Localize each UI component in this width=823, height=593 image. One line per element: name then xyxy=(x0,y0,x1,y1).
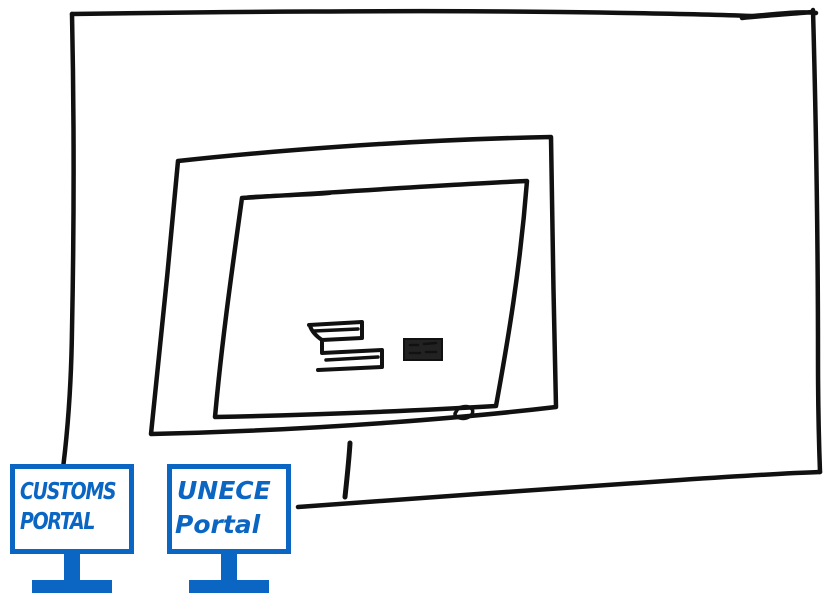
customs-portal-label-line2: PORTAL xyxy=(20,507,110,537)
inner-panel-top-tick xyxy=(242,193,330,198)
unece-portal-label-line2: Portal xyxy=(175,510,260,540)
outer-frame-right-edge xyxy=(813,10,820,472)
customs-portal-monitor-base xyxy=(32,580,112,593)
stand-pole-sketch xyxy=(345,443,350,497)
unece-portal-label-line1: UNECE xyxy=(177,476,271,506)
outer-frame-left-edge xyxy=(60,14,74,490)
unece-portal-monitor-neck xyxy=(221,554,237,580)
unece-portal-monitor-base xyxy=(189,580,269,593)
unece-portal-tile[interactable]: UNECE Portal xyxy=(167,464,291,593)
customs-portal-label: CUSTOMS PORTAL xyxy=(20,477,110,537)
customs-portal-label-line1: CUSTOMS xyxy=(20,477,110,507)
outer-frame-sketch xyxy=(72,11,816,18)
outer-frame-bottom-edge xyxy=(298,472,820,507)
customs-portal-monitor-neck xyxy=(64,554,80,580)
customs-portal-tile[interactable]: CUSTOMS PORTAL xyxy=(10,464,134,593)
inner-panel-sketch xyxy=(215,181,527,417)
